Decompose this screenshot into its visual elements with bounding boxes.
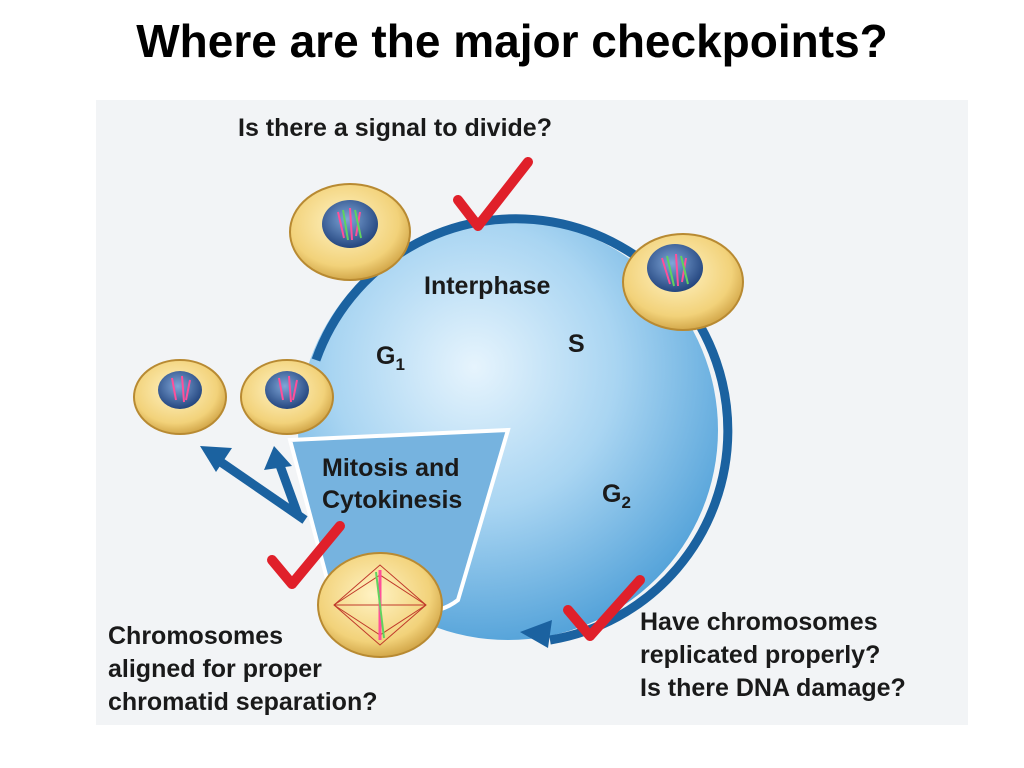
checkpoint-m-line1: Chromosomes (108, 622, 284, 650)
mitosis-label: Mitosis and Cytokinesis (322, 452, 462, 516)
g1-letter: G (376, 342, 396, 370)
g2-subscript: 2 (621, 493, 631, 512)
g1-label: G1 (376, 342, 405, 374)
exit-arrow-outer-head (200, 446, 232, 472)
slide-title: Where are the major checkpoints? (136, 15, 888, 67)
checkpoint-m-line3: chromatid separation? (108, 688, 378, 716)
mitosis-label-line1: Mitosis and (322, 454, 460, 482)
checkpoint-g2-line1: Have chromosomes (640, 608, 878, 636)
checkpoint-g2-question: Have chromosomes replicated properly? Is… (640, 606, 906, 705)
mitotic-cell (317, 552, 443, 658)
daughter-cell-left (133, 359, 227, 435)
g2-letter: G (602, 480, 622, 508)
exit-arrow-inner-head (264, 446, 292, 470)
checkmark-g2 (563, 575, 645, 641)
g2-label: G2 (602, 480, 631, 512)
cell-top-left (289, 183, 411, 281)
checkpoint-g1-question: Is there a signal to divide? (238, 114, 552, 142)
checkmark-m (267, 521, 345, 589)
checkpoint-m-line2: aligned for proper (108, 655, 322, 683)
checkmark-g1 (453, 157, 533, 231)
checkpoint-g2-line2: replicated properly? (640, 641, 881, 669)
interphase-label: Interphase (424, 272, 551, 300)
g1-subscript: 1 (395, 355, 405, 374)
s-phase-label: S (568, 330, 585, 358)
checkpoint-g2-line3: Is there DNA damage? (640, 674, 906, 702)
checkpoint-m-question: Chromosomes aligned for proper chromatid… (108, 620, 378, 719)
exit-arrow-outer (209, 452, 308, 524)
daughter-cell-right (240, 359, 334, 435)
mitosis-label-line2: Cytokinesis (322, 486, 463, 514)
cycle-arrow-head (520, 620, 552, 648)
exit-arrow-inner (273, 458, 303, 517)
cell-top-right (622, 233, 744, 331)
